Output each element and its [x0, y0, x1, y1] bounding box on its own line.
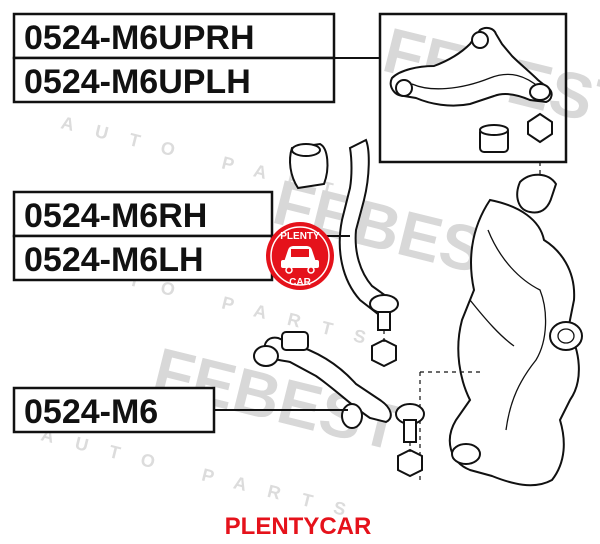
knuckle-lower-boss: [451, 443, 481, 465]
inset-frame: [378, 12, 568, 164]
knuckle-body: [448, 198, 580, 487]
link-rod-arm: [263, 336, 392, 424]
knuckle-upper-boss: [516, 173, 558, 214]
label-lower-lh: 0524-M6LH: [24, 241, 204, 279]
upper-arm-bushing-front: [471, 31, 489, 49]
link-rod-bushing-2: [281, 331, 309, 351]
upper-arm-bushing-top: [479, 124, 509, 136]
label-upper-group: 0524-M6UPRH 0524-M6UPLH: [12, 12, 380, 104]
upper-ball-joint: [529, 83, 551, 101]
lower-ball-joint: [369, 294, 399, 314]
knuckle-hub-bore: [549, 321, 583, 351]
link-rod-ball-joint-stud: [403, 419, 417, 443]
link-rod-nut: [397, 448, 423, 478]
link-rod-end-bushing: [341, 403, 363, 429]
upper-arm-bushing-rear: [395, 79, 413, 97]
label-lower-group: 0524-M6RH 0524-M6LH: [12, 190, 350, 282]
footer-brand: PLENTYCAR: [225, 513, 372, 540]
lower-ball-joint-stud: [377, 311, 391, 331]
badge-bottom-text: CAR: [289, 277, 311, 288]
lower-arm-nut: [371, 338, 397, 368]
label-link: 0524-M6: [24, 393, 158, 431]
badge-top-text: PLENTY: [280, 231, 320, 242]
upper-joint-nut: [527, 112, 553, 144]
lower-arm-bushing-top: [291, 143, 321, 157]
link-rod: [253, 331, 425, 478]
label-box-lower-rh: [12, 190, 274, 238]
car-icon: [281, 246, 319, 274]
label-box-lower-lh: [12, 234, 274, 282]
knuckle-rib-2: [469, 299, 515, 347]
link-rod-bushing: [253, 345, 279, 367]
knuckle-hub-bore-inner: [557, 328, 575, 344]
steering-knuckle: [419, 162, 583, 487]
label-upper-rh: 0524-M6UPRH: [24, 19, 255, 57]
plentycar-badge: PLENTY CAR: [266, 222, 334, 290]
label-lower-rh: 0524-M6RH: [24, 197, 207, 235]
knuckle-rib-1: [487, 229, 547, 431]
lower-control-arm: [289, 138, 399, 368]
upper-arm-inset: [378, 12, 568, 164]
label-box-upper-lh: [12, 56, 336, 104]
label-upper-lh: 0524-M6UPLH: [24, 63, 251, 101]
label-link-group: 0524-M6: [12, 386, 348, 434]
upper-arm-rib: [411, 73, 541, 90]
badge-ring: [270, 226, 330, 286]
